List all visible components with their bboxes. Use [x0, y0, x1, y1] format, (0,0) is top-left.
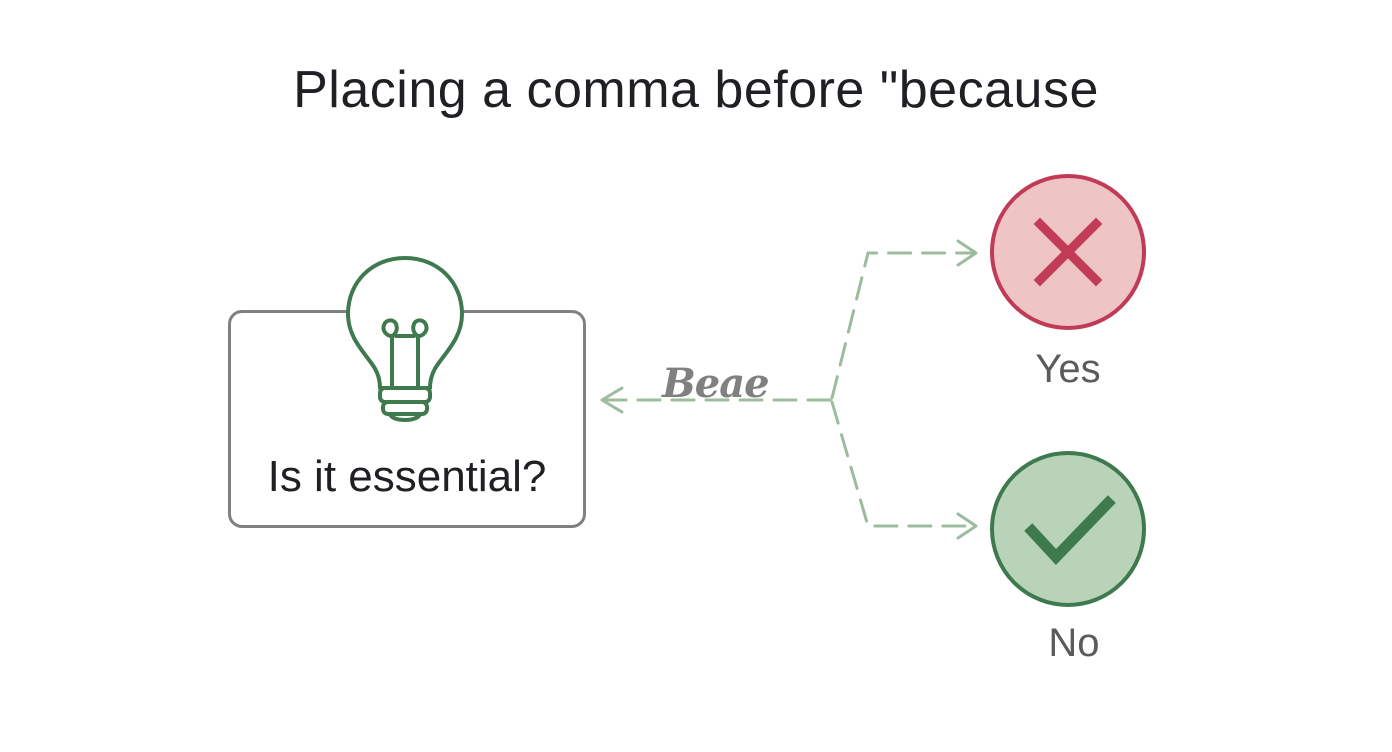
connector-branch-down: [830, 400, 974, 528]
arrowhead-left: [600, 386, 624, 414]
lightbulb-icon: [346, 256, 464, 422]
outcome-yes-circle: [990, 174, 1146, 330]
check-icon: [1024, 495, 1116, 566]
outcome-no-label: No: [1048, 621, 1100, 665]
arrowhead-yes: [956, 239, 978, 267]
connector-branch-up: [830, 251, 974, 400]
diagram-title: Placing a comma before "because: [293, 61, 1099, 119]
connector-label: Beae: [662, 360, 770, 407]
question-label: Is it essential?: [267, 452, 547, 501]
arrowhead-no: [956, 512, 978, 540]
outcome-no-circle: [990, 451, 1146, 607]
outcome-yes-label: Yes: [1035, 347, 1101, 391]
cross-icon: [1033, 217, 1103, 287]
